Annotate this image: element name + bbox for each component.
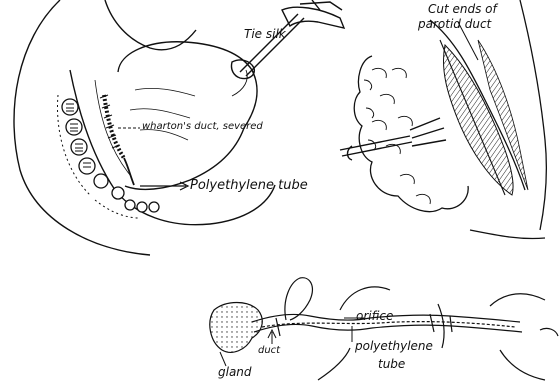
cut-ends-label: Cut ends of [428,3,497,15]
polyethylene-tube-label: Polyethylene tube [190,179,308,192]
parotid-duct-label: parotid duct [418,18,491,30]
tongue-outline [118,42,257,190]
duct-label: duct [258,346,280,356]
mouth-floor [70,70,275,225]
polyethylene-tube [124,158,134,185]
wharton-duct-label: wharton's duct, severed [142,122,263,132]
gland-label: gland [218,366,252,378]
retractor-fork [340,118,446,160]
tie-silk-label: Tie silk [244,28,314,41]
parotid-panel [354,0,546,239]
polyethylene-bottom-label: polyethylene [355,340,433,352]
tube-bottom-label: tube [378,358,405,370]
wharton-duct [100,95,124,158]
orifice-label: orifice [356,310,393,322]
gland-blob [210,303,262,353]
